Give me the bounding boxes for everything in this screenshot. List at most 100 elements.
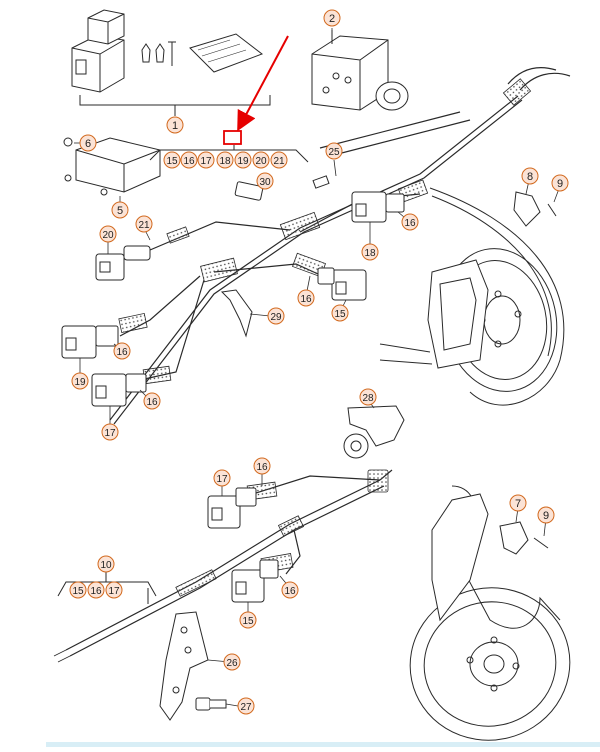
callout-circle xyxy=(97,555,115,573)
callout-circle xyxy=(99,225,117,243)
callout-17: 17 xyxy=(101,423,119,441)
callout-9: 9 xyxy=(551,174,569,192)
callout-10: 10 xyxy=(97,555,115,573)
bottom-scroll-strip xyxy=(46,742,600,747)
callout-circle xyxy=(69,581,87,599)
callout-6: 6 xyxy=(79,134,97,152)
callout-16: 16 xyxy=(143,392,161,410)
callout-label: 17 xyxy=(200,156,212,167)
callout-label: 9 xyxy=(557,178,563,190)
harness-bracket-29 xyxy=(220,289,253,338)
callout-circle xyxy=(143,392,161,410)
callout-circle xyxy=(237,697,255,715)
callout-label: 15 xyxy=(242,616,254,627)
callout-circle xyxy=(253,457,271,475)
callout-circle xyxy=(256,172,274,190)
callout-circle xyxy=(281,581,299,599)
callout-7: 7 xyxy=(509,494,527,512)
callout-16: 16 xyxy=(297,289,315,307)
leader-lines xyxy=(74,28,561,707)
abs-control-unit-kit xyxy=(71,9,264,93)
callout-label: 16 xyxy=(256,462,268,473)
callout-circle xyxy=(87,581,105,599)
callout-label: 16 xyxy=(90,586,102,597)
callout-27: 27 xyxy=(237,697,255,715)
callout-label: 28 xyxy=(362,393,374,404)
callout-label: 18 xyxy=(364,248,376,259)
callout-label: 16 xyxy=(183,156,195,167)
callout-label: 21 xyxy=(273,156,285,167)
lower-harness-sleeves xyxy=(175,469,389,597)
callout-label: 29 xyxy=(270,312,282,323)
callout-circle xyxy=(216,151,234,169)
callout-label: 18 xyxy=(219,156,231,167)
callout-9: 9 xyxy=(537,506,555,524)
callout-19: 19 xyxy=(234,151,252,169)
callout-15: 15 xyxy=(69,581,87,599)
callout-label: 20 xyxy=(102,230,114,241)
callout-label: 25 xyxy=(328,147,340,158)
callout-circle xyxy=(401,213,419,231)
harness-connectors-upper xyxy=(61,175,405,407)
callout-18: 18 xyxy=(361,243,379,261)
callout-circle xyxy=(297,289,315,307)
callout-20: 20 xyxy=(99,225,117,243)
callout-29: 29 xyxy=(267,307,285,325)
callout-label: 16 xyxy=(300,294,312,305)
callout-label: 16 xyxy=(284,586,296,597)
callout-circle xyxy=(267,307,285,325)
callout-19: 19 xyxy=(71,372,89,390)
harness-sleeves xyxy=(118,78,532,385)
callout-18: 18 xyxy=(216,151,234,169)
callout-17: 17 xyxy=(105,581,123,599)
callout-label: 7 xyxy=(515,498,521,510)
wire-ends xyxy=(53,649,71,663)
front-brake-assembly xyxy=(379,187,565,406)
callout-circle xyxy=(79,134,97,152)
callout-label: 17 xyxy=(216,474,228,485)
callout-label: 15 xyxy=(166,156,178,167)
callout-8: 8 xyxy=(521,167,539,185)
red-pointer-arrow xyxy=(237,35,289,132)
callout-20: 20 xyxy=(252,151,270,169)
callout-circle xyxy=(180,151,198,169)
callout-label: 10 xyxy=(100,560,112,571)
callout-label: 15 xyxy=(72,586,84,597)
callout-25: 25 xyxy=(325,142,343,160)
callout-circle xyxy=(509,494,527,512)
callout-label: 26 xyxy=(226,658,238,669)
callout-circle xyxy=(359,388,377,406)
callout-circle xyxy=(361,243,379,261)
callout-label: 6 xyxy=(85,138,91,150)
callout-label: 15 xyxy=(334,309,346,320)
callout-circle xyxy=(551,174,569,192)
callout-circle xyxy=(521,167,539,185)
callout-15: 15 xyxy=(331,304,349,322)
callout-21: 21 xyxy=(135,215,153,233)
callout-circle xyxy=(197,151,215,169)
callout-label: 1 xyxy=(172,120,178,132)
callout-15: 15 xyxy=(239,611,257,629)
bracket-26-and-bolt-27 xyxy=(159,611,227,721)
callout-circle xyxy=(537,506,555,524)
callout-circle xyxy=(239,611,257,629)
callout-5: 5 xyxy=(111,201,129,219)
callout-circle xyxy=(213,469,231,487)
callout-circle xyxy=(71,372,89,390)
callout-circle xyxy=(105,581,123,599)
lower-harness-connectors xyxy=(207,487,279,603)
callout-21: 21 xyxy=(270,151,288,169)
control-module xyxy=(63,137,161,196)
callout-circle xyxy=(101,423,119,441)
callout-1: 1 xyxy=(166,116,184,134)
callout-label: 2 xyxy=(329,13,335,25)
callout-circle xyxy=(234,151,252,169)
callout-circle xyxy=(166,116,184,134)
callout-2: 2 xyxy=(323,9,341,27)
callout-label: 19 xyxy=(237,156,249,167)
callout-circle xyxy=(252,151,270,169)
callout-circle xyxy=(135,215,153,233)
abs-hydraulic-unit xyxy=(311,30,409,111)
